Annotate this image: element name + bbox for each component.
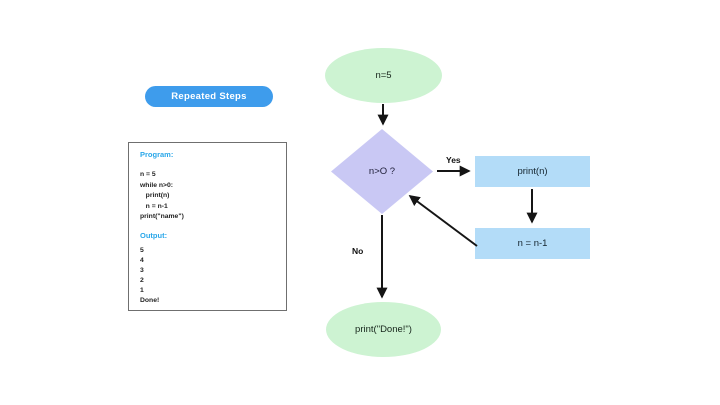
program-output-panel: Program: n = 5 while n>0: print(n) n = n… xyxy=(128,142,287,311)
output-line: 4 xyxy=(140,256,144,264)
output-line: 2 xyxy=(140,276,144,284)
output-line: Done! xyxy=(140,296,160,304)
yes-label: Yes xyxy=(446,155,461,165)
program-heading: Program: xyxy=(140,150,174,159)
output-heading: Output: xyxy=(140,230,168,240)
output-line: 3 xyxy=(140,266,144,274)
arrow-decrement-to-decision xyxy=(408,195,478,247)
output-line: 1 xyxy=(140,286,144,294)
code-line: print("name") xyxy=(140,213,184,220)
title-pill: Repeated Steps xyxy=(145,86,273,107)
code-line: print(n) xyxy=(140,192,170,199)
decision-node: n>O ? xyxy=(331,129,433,214)
end-node: print("Done!") xyxy=(326,302,441,357)
output-line: 5 xyxy=(140,246,144,254)
code-line: while n>0: xyxy=(140,181,174,189)
process-decrement-node: n = n-1 xyxy=(475,228,590,259)
start-node: n=5 xyxy=(325,48,442,103)
no-label: No xyxy=(352,246,364,256)
process-print-node: print(n) xyxy=(475,156,590,187)
code-line: n = 5 xyxy=(140,171,156,178)
code-line: n = n-1 xyxy=(140,202,168,210)
